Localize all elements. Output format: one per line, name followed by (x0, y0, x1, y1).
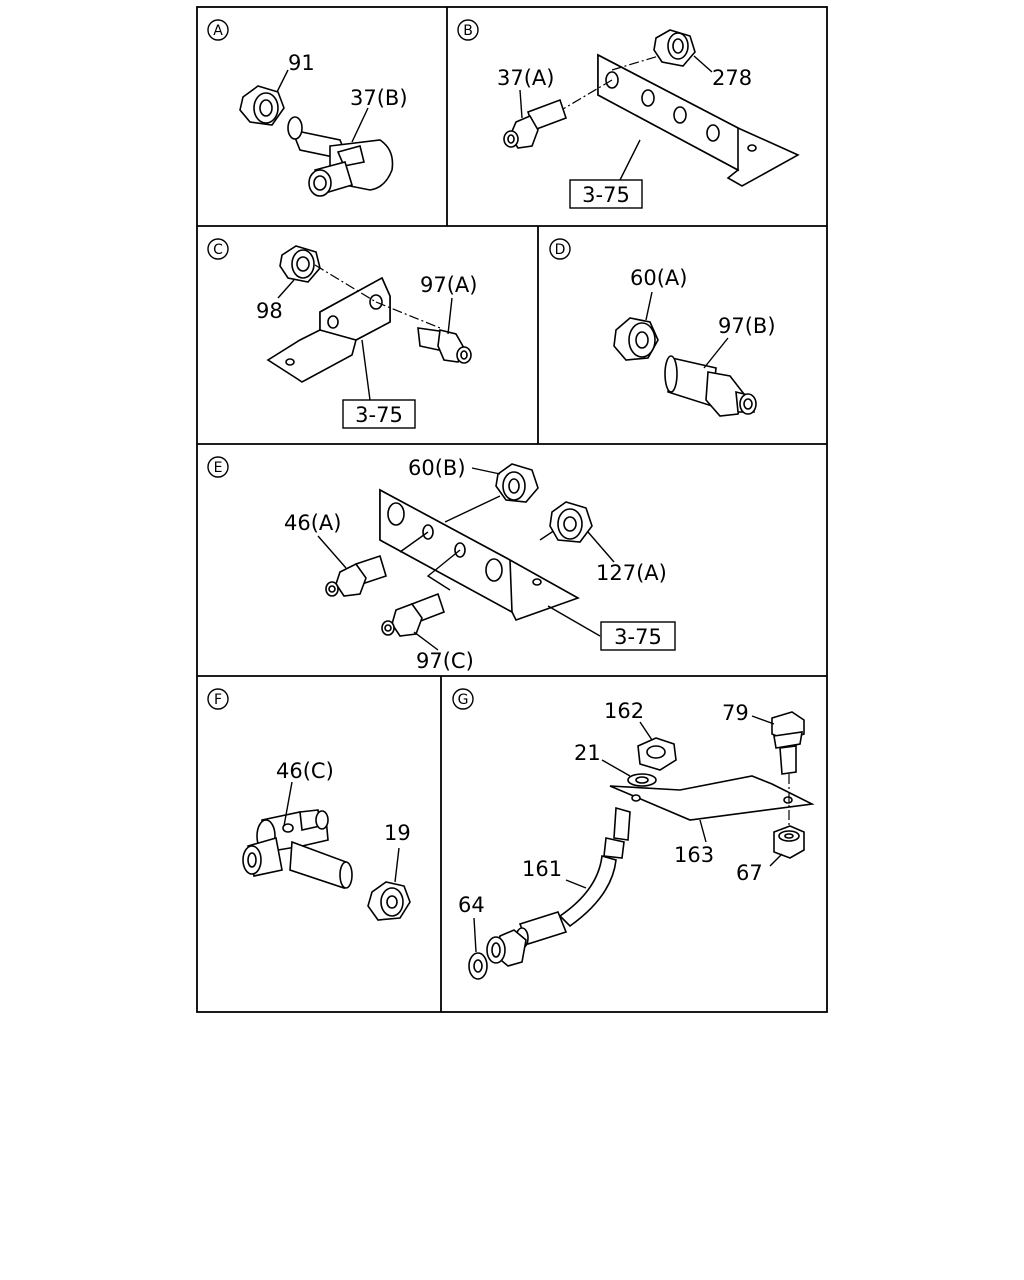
label-37a: 37(A) (497, 66, 554, 90)
nut-98 (279, 245, 321, 283)
ref-label-c: 3-75 (355, 403, 403, 427)
nut-19 (367, 881, 411, 921)
label-19: 19 (384, 821, 411, 845)
label-60b: 60(B) (408, 456, 466, 480)
panel-f-letter: F (214, 692, 222, 708)
panel-b: B 278 37(A) (457, 19, 800, 209)
panel-c: C 98 97(A) 3-75 (207, 238, 477, 429)
panel-e-marker (207, 456, 229, 478)
label-98: 98 (256, 299, 283, 323)
label-37b: 37(B) (350, 86, 408, 110)
panel-e: E 60(B) 127(A) (207, 456, 676, 673)
tee-fitting-46c (242, 809, 353, 890)
connector-97c (381, 592, 446, 637)
label-46a: 46(A) (284, 511, 341, 535)
label-79: 79 (722, 701, 749, 725)
label-91: 91 (288, 51, 315, 75)
label-21: 21 (574, 741, 601, 765)
label-97c: 97(C) (416, 649, 474, 673)
connector-97a (417, 327, 472, 364)
ref-box-c (342, 399, 416, 429)
panel-d-marker (549, 238, 571, 260)
panel-grid (196, 6, 828, 1013)
bolt-79 (771, 711, 805, 826)
label-163: 163 (674, 843, 714, 867)
bracket-c (266, 276, 391, 383)
nut-60a (613, 317, 659, 361)
panel-a-letter: A (213, 23, 223, 39)
label-127a: 127(A) (596, 561, 667, 585)
nut-91 (239, 85, 285, 126)
panel-a: A 91 37(B) (207, 19, 408, 197)
ref-label-b: 3-75 (582, 183, 630, 207)
panel-b-letter: B (463, 23, 473, 39)
panel-d: D 60(A) 97(B) (549, 238, 776, 417)
label-162: 162 (604, 699, 644, 723)
label-67: 67 (736, 861, 763, 885)
nut-60b (495, 463, 539, 503)
label-64: 64 (458, 893, 485, 917)
label-60a: 60(A) (630, 266, 687, 290)
panel-g-letter: G (458, 692, 469, 708)
label-161: 161 (522, 857, 562, 881)
panel-a-marker (207, 19, 229, 41)
panel-b-marker (457, 19, 479, 41)
panel-d-letter: D (555, 242, 566, 258)
nut-162 (637, 737, 677, 771)
plate-163 (609, 775, 815, 821)
label-278: 278 (712, 66, 752, 90)
panel-e-letter: E (214, 460, 223, 476)
tee-fitting-37b (287, 116, 394, 197)
panel-c-marker (207, 238, 229, 260)
bracket-b (597, 53, 800, 187)
washer-64 (468, 952, 488, 980)
nut-127a (549, 501, 593, 543)
nut-278 (653, 29, 696, 67)
ref-box-e (600, 621, 676, 651)
label-97b: 97(B) (718, 314, 776, 338)
panel-g: G 162 21 163 79 (452, 688, 815, 980)
hose-fitting (486, 929, 527, 967)
nut-67 (773, 825, 805, 859)
panel-g-marker (452, 688, 474, 710)
label-46c: 46(C) (276, 759, 334, 783)
connector-37a (503, 98, 568, 149)
panel-c-letter: C (213, 242, 223, 258)
connector-46a (325, 554, 387, 597)
washer-21 (627, 773, 657, 787)
bracket-e (379, 488, 580, 621)
ref-box-b (569, 179, 643, 209)
panel-f: F 46(C) 19 (207, 688, 411, 921)
panel-f-marker (207, 688, 229, 710)
label-97a: 97(A) (420, 273, 477, 297)
ref-label-e: 3-75 (614, 625, 662, 649)
connector-97b (664, 355, 757, 417)
